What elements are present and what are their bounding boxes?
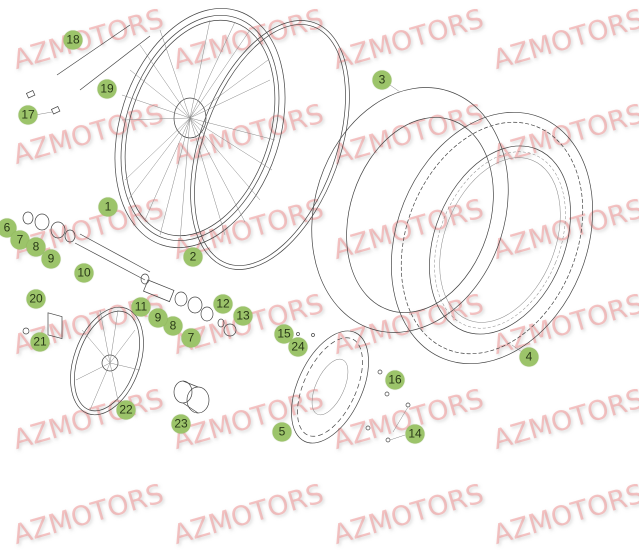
callout-20[interactable]: 20 [26,289,46,309]
brake-disc [291,330,411,444]
callout-8[interactable]: 8 [163,316,183,336]
callout-11[interactable]: 11 [131,297,151,317]
callout-8[interactable]: 8 [26,237,46,257]
axle-assembly [22,211,237,340]
callout-23[interactable]: 23 [171,414,191,434]
callout-4[interactable]: 4 [519,347,539,367]
callout-18[interactable]: 18 [63,30,83,50]
callout-14[interactable]: 14 [405,424,425,444]
callout-5[interactable]: 5 [272,422,292,442]
callout-16[interactable]: 16 [385,370,405,390]
tyre [391,111,593,365]
rim [114,8,286,248]
complete-wheel [70,306,144,416]
callout-24[interactable]: 24 [288,337,308,357]
hub [173,380,210,414]
inner-tube [311,84,509,333]
callout-17[interactable]: 17 [18,105,38,125]
spoke-parts [25,24,151,116]
callout-13[interactable]: 13 [233,306,253,326]
parts-diagram: AZMOTORS AZMOTORS AZMOTORS AZMOTORS AZMO… [0,3,639,551]
callout-9[interactable]: 9 [148,308,168,328]
callout-21[interactable]: 21 [30,332,50,352]
line-art [22,8,593,444]
callout-7[interactable]: 7 [10,230,30,250]
callout-9[interactable]: 9 [41,249,61,269]
callout-19[interactable]: 19 [97,79,117,99]
callout-10[interactable]: 10 [74,263,94,283]
rim-band [190,20,350,270]
callout-12[interactable]: 12 [213,294,233,314]
callout-7[interactable]: 7 [181,328,201,348]
callout-15[interactable]: 15 [274,324,294,344]
callout-1[interactable]: 1 [98,197,118,217]
callout-3[interactable]: 3 [372,70,392,90]
callout-22[interactable]: 22 [116,400,136,420]
callout-2[interactable]: 2 [183,247,203,267]
